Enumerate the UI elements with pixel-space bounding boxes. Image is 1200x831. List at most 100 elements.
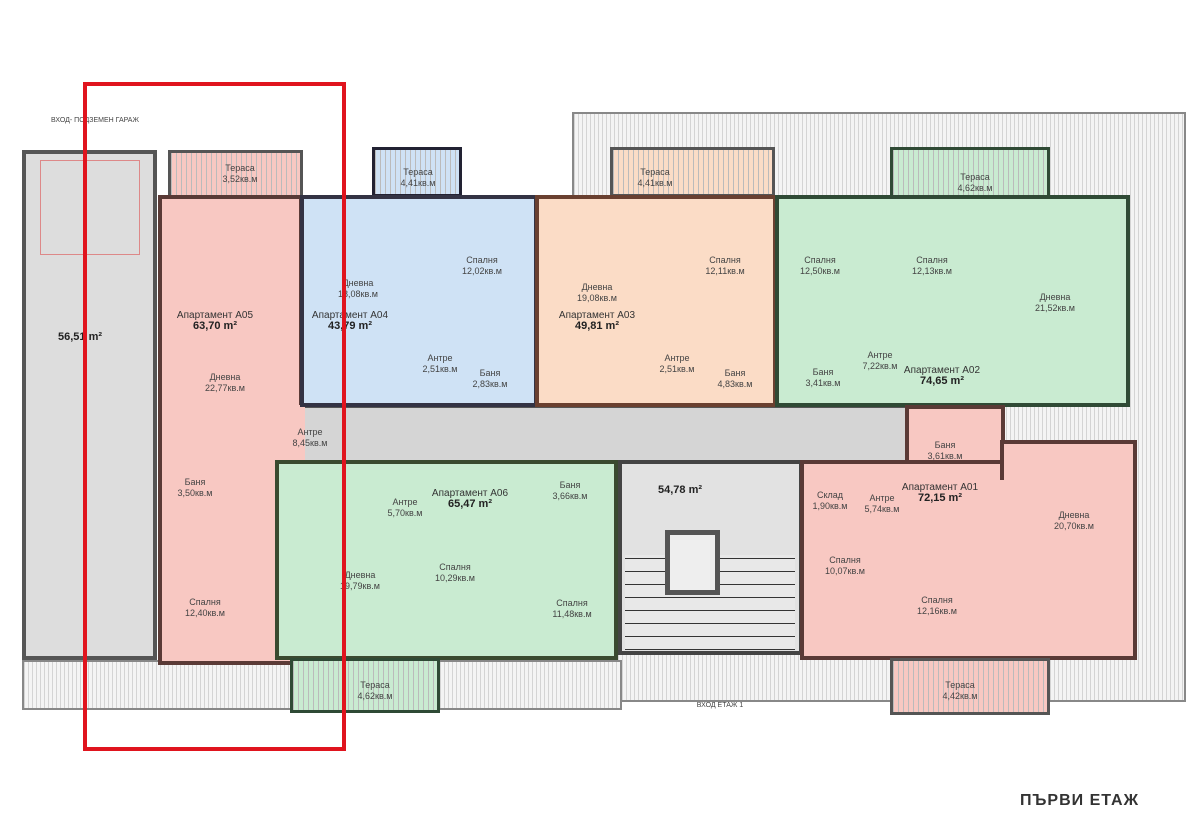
label-text: Дневна <box>342 278 374 288</box>
stair-entry-label: ВХОД ЕТАЖ 1 <box>696 702 744 709</box>
label-text: 11,48кв.м <box>552 609 592 619</box>
garage-area: 56,51 m² <box>58 332 102 343</box>
apartment-a04[interactable] <box>300 195 538 407</box>
label-text: 5,70кв.м <box>387 508 423 518</box>
label-text: Спалня <box>466 255 498 265</box>
terrace-a06 <box>290 658 440 713</box>
label-text: Спалня <box>804 255 836 265</box>
label-text: 10,29кв.м <box>435 573 475 583</box>
floor-title: ПЪРВИ ЕТАЖ <box>1020 792 1140 809</box>
terrace-a03 <box>610 147 775 197</box>
label-text: 63,70 m² <box>192 320 238 332</box>
label-text: 74,65 m² <box>919 375 965 387</box>
label-text: Склад <box>816 490 844 500</box>
label-text: 3,41кв.м <box>805 378 841 388</box>
label-text: 18,08кв.м <box>338 289 378 299</box>
apartment-a06[interactable] <box>275 460 618 660</box>
label-text: Тераса <box>945 680 975 690</box>
label-text: 12,40кв.м <box>185 608 225 618</box>
label-text: 49,81 m² <box>574 320 620 332</box>
label-text: Апартамент А02 <box>903 365 981 376</box>
label-text: 12,11кв.м <box>705 266 745 276</box>
label-text: Баня <box>934 440 956 450</box>
label-text: Спалня <box>916 255 948 265</box>
label-text: Баня <box>812 367 834 377</box>
terrace-a02 <box>890 147 1050 199</box>
label-text: 8,45кв.м <box>292 438 328 448</box>
label-text: 4,41кв.м <box>400 178 436 188</box>
stair-area-value: 54,78 m² <box>657 484 703 496</box>
label-text: Апартамент А04 <box>311 310 389 321</box>
label-text: Антре <box>869 493 895 503</box>
label-text: Антре <box>392 497 418 507</box>
label-text: 21,52кв.м <box>1035 303 1075 313</box>
label-text: 12,50кв.м <box>800 266 840 276</box>
label-text: 4,62кв.м <box>957 183 993 193</box>
label-text: Тераса <box>225 163 255 173</box>
label-text: Спалня <box>829 555 861 565</box>
label-text: Дневна <box>344 570 376 580</box>
label-text: Тераса <box>960 172 990 182</box>
label-text: 19,08кв.м <box>577 293 617 303</box>
label-text: Дневна <box>209 372 241 382</box>
label-text: Апартамент А03 <box>558 310 636 321</box>
label-text: Тераса <box>403 167 433 177</box>
highlight-box <box>83 82 346 751</box>
label-text: Дневна <box>1039 292 1071 302</box>
terrace-a05 <box>168 150 303 198</box>
terrace-a04 <box>372 147 462 197</box>
garage-area-value: 56,51 m² <box>57 331 103 343</box>
label-text: 5,74кв.м <box>864 504 900 514</box>
garage-ramp <box>22 150 157 660</box>
label-text: 3,52кв.м <box>222 174 258 184</box>
label-text: 19,79кв.м <box>340 581 380 591</box>
label-text: Антре <box>427 353 453 363</box>
label-text: Баня <box>184 477 206 487</box>
label-text: 22,77кв.м <box>205 383 245 393</box>
label-text: 3,50кв.м <box>177 488 213 498</box>
label-text: Дневна <box>1058 510 1090 520</box>
label-text: 1,90кв.м <box>812 501 848 511</box>
label-text: 3,66кв.м <box>552 491 588 501</box>
label-text: Баня <box>479 368 501 378</box>
label-text: Тераса <box>640 167 670 177</box>
label-text: 7,22кв.м <box>862 361 898 371</box>
apartment-a02[interactable] <box>775 195 1130 407</box>
label-text: Антре <box>297 427 323 437</box>
label-text: 10,07кв.м <box>825 566 865 576</box>
label-text: 12,02кв.м <box>462 266 502 276</box>
garage-ramp-box <box>40 160 140 255</box>
label-text: Тераса <box>360 680 390 690</box>
